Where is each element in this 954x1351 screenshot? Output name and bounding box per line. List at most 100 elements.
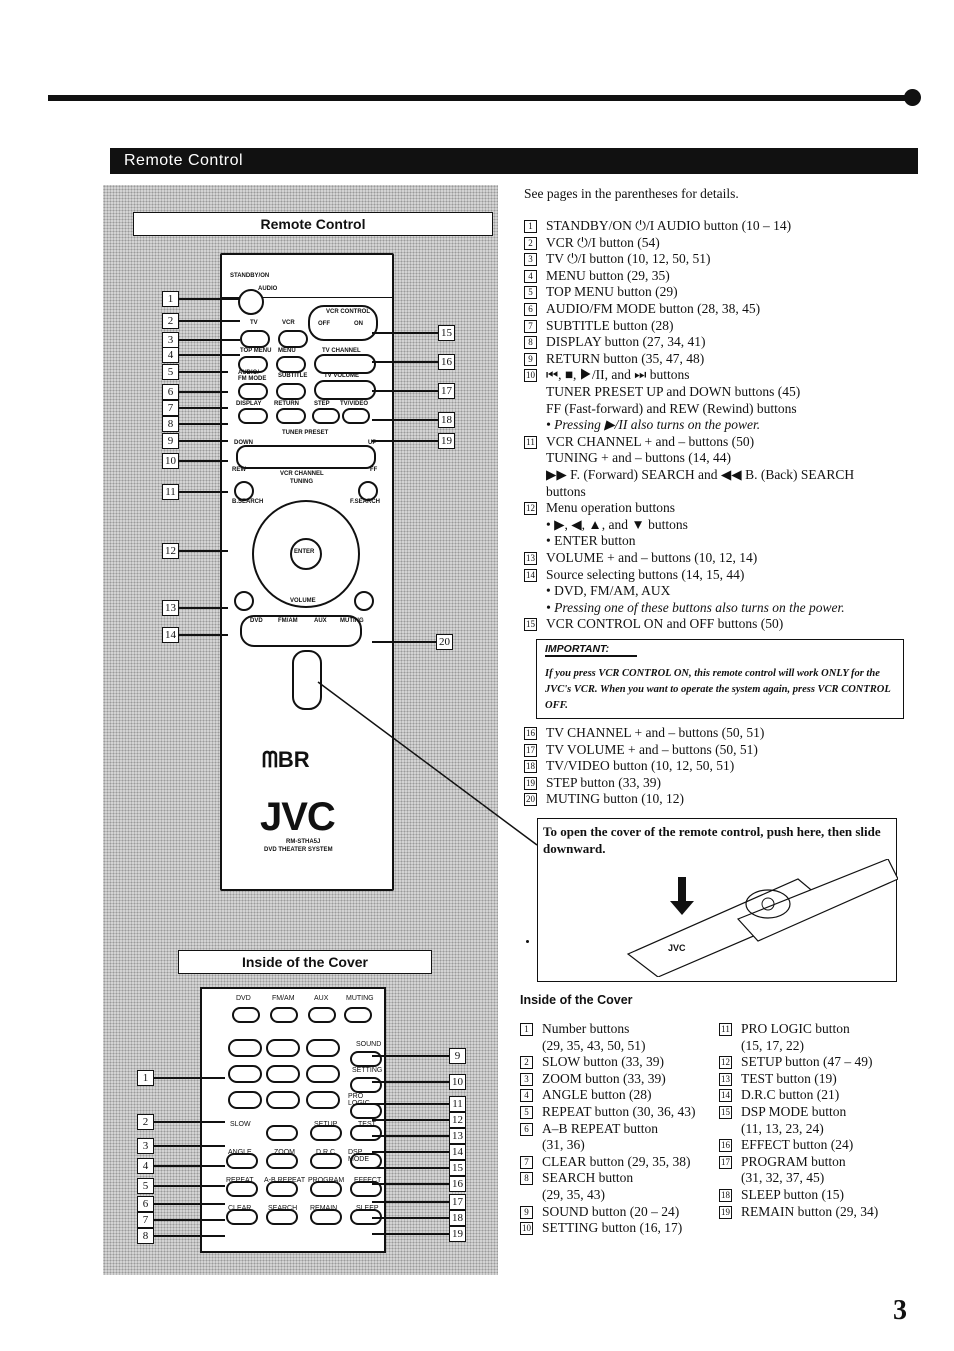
cover-callout-5: 5 <box>137 1178 154 1194</box>
volume-plus-button <box>354 591 374 611</box>
tv-power-button <box>240 330 270 348</box>
number-button <box>266 1039 300 1057</box>
remote-callout-16: 16 <box>438 354 455 370</box>
repeat-label: REPEAT <box>226 1177 254 1184</box>
cover-heading: Inside of the Cover <box>520 993 633 1007</box>
cover-fm-am-button <box>270 1007 298 1023</box>
item-line: SEARCH button <box>542 1170 634 1186</box>
item-line: SOUND button (20 – 24) <box>542 1203 680 1219</box>
ff-label: FF <box>370 467 378 473</box>
audio-fm-mode-label: AUDIO/ FM MODE <box>238 370 267 382</box>
program-label: PROGRAM <box>308 1177 345 1184</box>
item-number-badge: 18 <box>719 1189 732 1202</box>
cover-function-button <box>350 1051 382 1067</box>
cover-callout-leader-5 <box>153 1185 225 1187</box>
item-line: Menu operation buttons <box>546 500 675 516</box>
item-line: • DVD, FM/AM, AUX <box>546 583 671 599</box>
remote-callout-leader-10 <box>178 460 228 462</box>
cover-dvd-button <box>232 1007 260 1023</box>
cover-callout-leader-13 <box>372 1135 449 1137</box>
volume-minus-button <box>234 591 254 611</box>
tv-channel-buttons <box>314 354 376 374</box>
vcr-channel-label: VCR CHANNEL <box>280 471 324 477</box>
item-number-badge: 8 <box>520 1172 533 1186</box>
item-line: VCR CONTROL ON and OFF buttons (50) <box>546 616 784 632</box>
cover-callout-leader-16 <box>372 1183 449 1185</box>
item-line: (15, 17, 22) <box>741 1037 804 1053</box>
cover-aux-label: AUX <box>314 995 329 1002</box>
cover-function-button <box>310 1125 342 1141</box>
item-line: TUNER PRESET UP and DOWN buttons (45) <box>546 383 801 399</box>
volume-label: VOLUME <box>290 598 316 604</box>
fm-am-label: FM/AM <box>278 618 298 624</box>
item-number-badge: 6 <box>520 1122 533 1136</box>
remote-top-strip <box>222 255 392 298</box>
item-number-badge: 3 <box>520 1072 533 1086</box>
page-number: 3 <box>893 1295 907 1326</box>
remote-callout-leader-4 <box>178 354 240 356</box>
cover-function-button <box>310 1153 342 1169</box>
subtitle-label: SUBTITLE <box>278 373 308 379</box>
item-number-badge: 1 <box>520 1023 533 1036</box>
item-line: SETUP button (47 – 49) <box>741 1054 873 1070</box>
jvc-logo: JVC <box>260 795 336 839</box>
cover-function-button <box>350 1077 382 1093</box>
item-number-badge: 5 <box>524 286 537 300</box>
item-line: VCR CHANNEL + and – buttons (50) <box>546 433 755 449</box>
cover-callout-leader-6 <box>153 1203 225 1205</box>
item-line: FF (Fast-forward) and REW (Rewind) butto… <box>546 400 797 416</box>
cover-callout-13: 13 <box>449 1128 466 1144</box>
model-label: RM-STHA5J <box>286 839 321 845</box>
item-number-badge: 14 <box>524 568 537 582</box>
item-number-badge: 3 <box>524 253 537 267</box>
top-menu-button <box>238 356 268 373</box>
remote-control-illustration: STANDBY/ON AUDIO TV VCR VCR CONTROL OFF … <box>220 253 394 891</box>
source-buttons-group <box>240 615 362 647</box>
item-number-badge: 13 <box>719 1072 732 1086</box>
remote-callout-2: 2 <box>162 313 179 329</box>
setting-label: SETTING <box>352 1067 383 1074</box>
aux-label: AUX <box>314 618 327 624</box>
cover-fm-am-label: FM/AM <box>272 995 295 1002</box>
remote-callout-leader-13 <box>178 607 228 609</box>
tuning-label: TUNING <box>290 479 313 485</box>
ab-repeat-label: A-B REPEAT <box>264 1177 306 1184</box>
item-line: DSP MODE button <box>741 1104 847 1119</box>
cover-callout-leader-9 <box>372 1055 449 1057</box>
item-line: TOP MENU button (29) <box>546 284 678 300</box>
rew-label: REW <box>232 467 246 473</box>
display-label: DISPLAY <box>236 401 262 407</box>
remote-callout-leader-12 <box>178 550 228 552</box>
item-line: (31, 32, 37, 45) <box>741 1170 825 1186</box>
remote-callout-leader-2 <box>178 320 240 322</box>
item-number-badge: 15 <box>524 618 537 632</box>
item-line: STEP button (33, 39) <box>546 774 662 790</box>
cover-function-button <box>266 1209 298 1225</box>
tv-video-button <box>342 408 370 424</box>
remote-callout-9: 9 <box>162 433 179 449</box>
cover-callout-12: 12 <box>449 1112 466 1128</box>
cover-callout-3: 3 <box>137 1138 154 1154</box>
step-button <box>312 408 340 424</box>
remote-callout-leader-3 <box>178 339 240 341</box>
cover-function-button <box>350 1181 382 1197</box>
item-line: TV VOLUME + and – buttons (50, 51) <box>546 741 758 757</box>
item-line: EFFECT button (24) <box>741 1137 854 1153</box>
return-label: RETURN <box>274 401 299 407</box>
remote-callout-19: 19 <box>438 433 455 449</box>
mbr-logo: ᗰBR <box>262 747 310 772</box>
number-button <box>266 1065 300 1083</box>
item-line: D.R.C button (21) <box>741 1087 840 1103</box>
item-note: • Pressing ▶/II also turns on the power. <box>546 417 761 433</box>
cover-function-button <box>226 1181 258 1197</box>
item-number-badge: 9 <box>524 352 537 366</box>
cover-callout-leader-4 <box>153 1165 225 1167</box>
audio-fm-mode-button <box>238 383 268 400</box>
item-line: (11, 13, 23, 24) <box>741 1120 824 1136</box>
cover-function-button <box>350 1125 382 1141</box>
item-number-badge: 4 <box>520 1089 533 1103</box>
up-label: UP <box>368 440 377 446</box>
cover-callout-leader-18 <box>372 1217 449 1219</box>
important-box: IMPORTANT: If you press VCR CONTROL ON, … <box>536 639 904 719</box>
cover-callout-leader-3 <box>153 1145 225 1147</box>
